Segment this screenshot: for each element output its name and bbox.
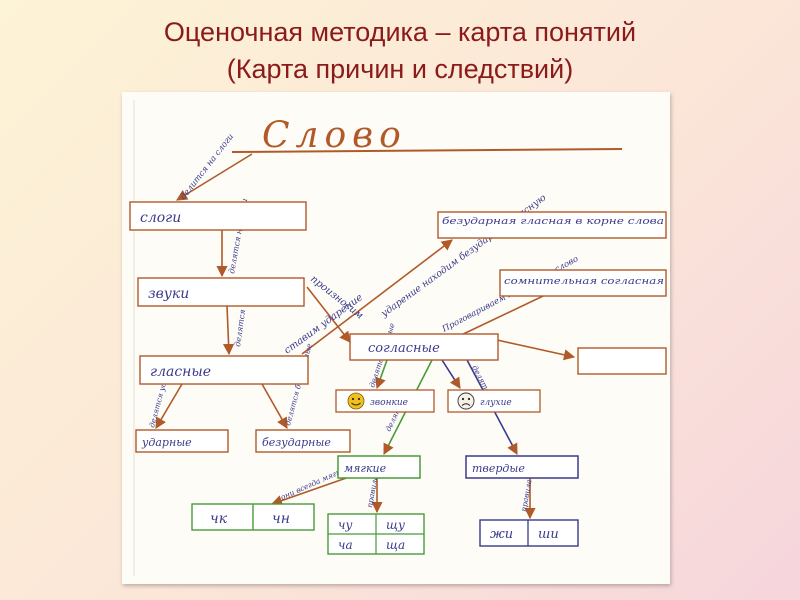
node-myagkie-box [337, 455, 421, 479]
arrow-soglasnye-blank [496, 339, 576, 361]
node-vkorne-box [437, 211, 667, 239]
node-glasnye-box [139, 355, 309, 385]
node-bezudarnye-box [255, 429, 351, 453]
smile-icon [347, 392, 365, 410]
node-soglasnye-box [349, 333, 499, 361]
arrow-glasnye-udarnye [155, 383, 183, 429]
arrow-zvuki-glasnye [222, 305, 235, 356]
node-udarnye-box [135, 429, 229, 453]
spelling-chk: чк [210, 511, 228, 527]
slide-title: Оценочная методика – карта понятий (Карт… [0, 14, 800, 88]
node-vkorne: безударная гласная в корне слова [442, 216, 664, 227]
root-underline [231, 148, 623, 153]
label-delyatsya-glasnye: делятся [233, 309, 247, 347]
spelling-shchu: щу [386, 518, 405, 532]
node-somnitelnaya: сомнительная согласная [504, 277, 664, 287]
concept-map-diagram: Слово делится на слоги делятся на звуки … [129, 100, 667, 576]
label-delitsya-slogi: делится на слоги [178, 132, 236, 202]
node-bezudarnye: безударные [262, 436, 331, 449]
node-tverdye: твердые [472, 462, 525, 475]
node-gluhie: глухие [480, 398, 512, 408]
arrow-soglasnye-zvonkie [375, 359, 388, 390]
concept-map-sheet: Слово делится на слоги делятся на звуки … [122, 92, 670, 584]
node-tverdye-box [465, 455, 579, 479]
spelling-chu-shchu-table: чу щу ча ща [327, 513, 425, 555]
node-glasnye: гласные [150, 364, 211, 380]
title-line-1: Оценочная методика – карта понятий [163, 17, 637, 47]
spelling-chu: чу [338, 518, 352, 532]
node-somnitelnaya-box [499, 269, 667, 297]
node-blank-box [577, 347, 667, 375]
spelling-cha: ча [338, 538, 353, 552]
label-pravila-2: правила [519, 479, 534, 513]
arrow-glasnye-bezudarnye [261, 383, 288, 429]
spelling-shcha: ща [386, 538, 405, 552]
arrow-zvuki-soglasnye [306, 286, 351, 343]
node-zvuki: звуки [148, 286, 189, 302]
node-soglasnye: согласные [368, 341, 440, 356]
node-zvuki-box [137, 277, 305, 307]
arrow-myagkie-chkchn [270, 475, 353, 506]
spelling-chn: чн [272, 511, 290, 527]
node-myagkie: мягкие [344, 462, 387, 475]
node-slogi: слоги [140, 210, 181, 226]
spelling-zhi-shi-table: жи ши [479, 519, 579, 547]
root-word: Слово [262, 115, 407, 156]
spelling-chk-chn-table: чк чн [191, 503, 315, 531]
spelling-shi: ши [538, 527, 559, 542]
node-zvonkie: звонкие [370, 398, 408, 408]
node-slogi-box [129, 201, 307, 231]
title-line-2: (Карта причин и следствий) [226, 54, 574, 84]
spelling-zhi: жи [490, 527, 513, 542]
node-udarnye: ударные [141, 436, 192, 449]
arrow-glasnye-vkorne [301, 239, 453, 355]
sad-face-icon [457, 392, 475, 410]
arrow-soglasnye-gluhie [441, 359, 461, 389]
arrow-root-slogi [176, 153, 253, 201]
